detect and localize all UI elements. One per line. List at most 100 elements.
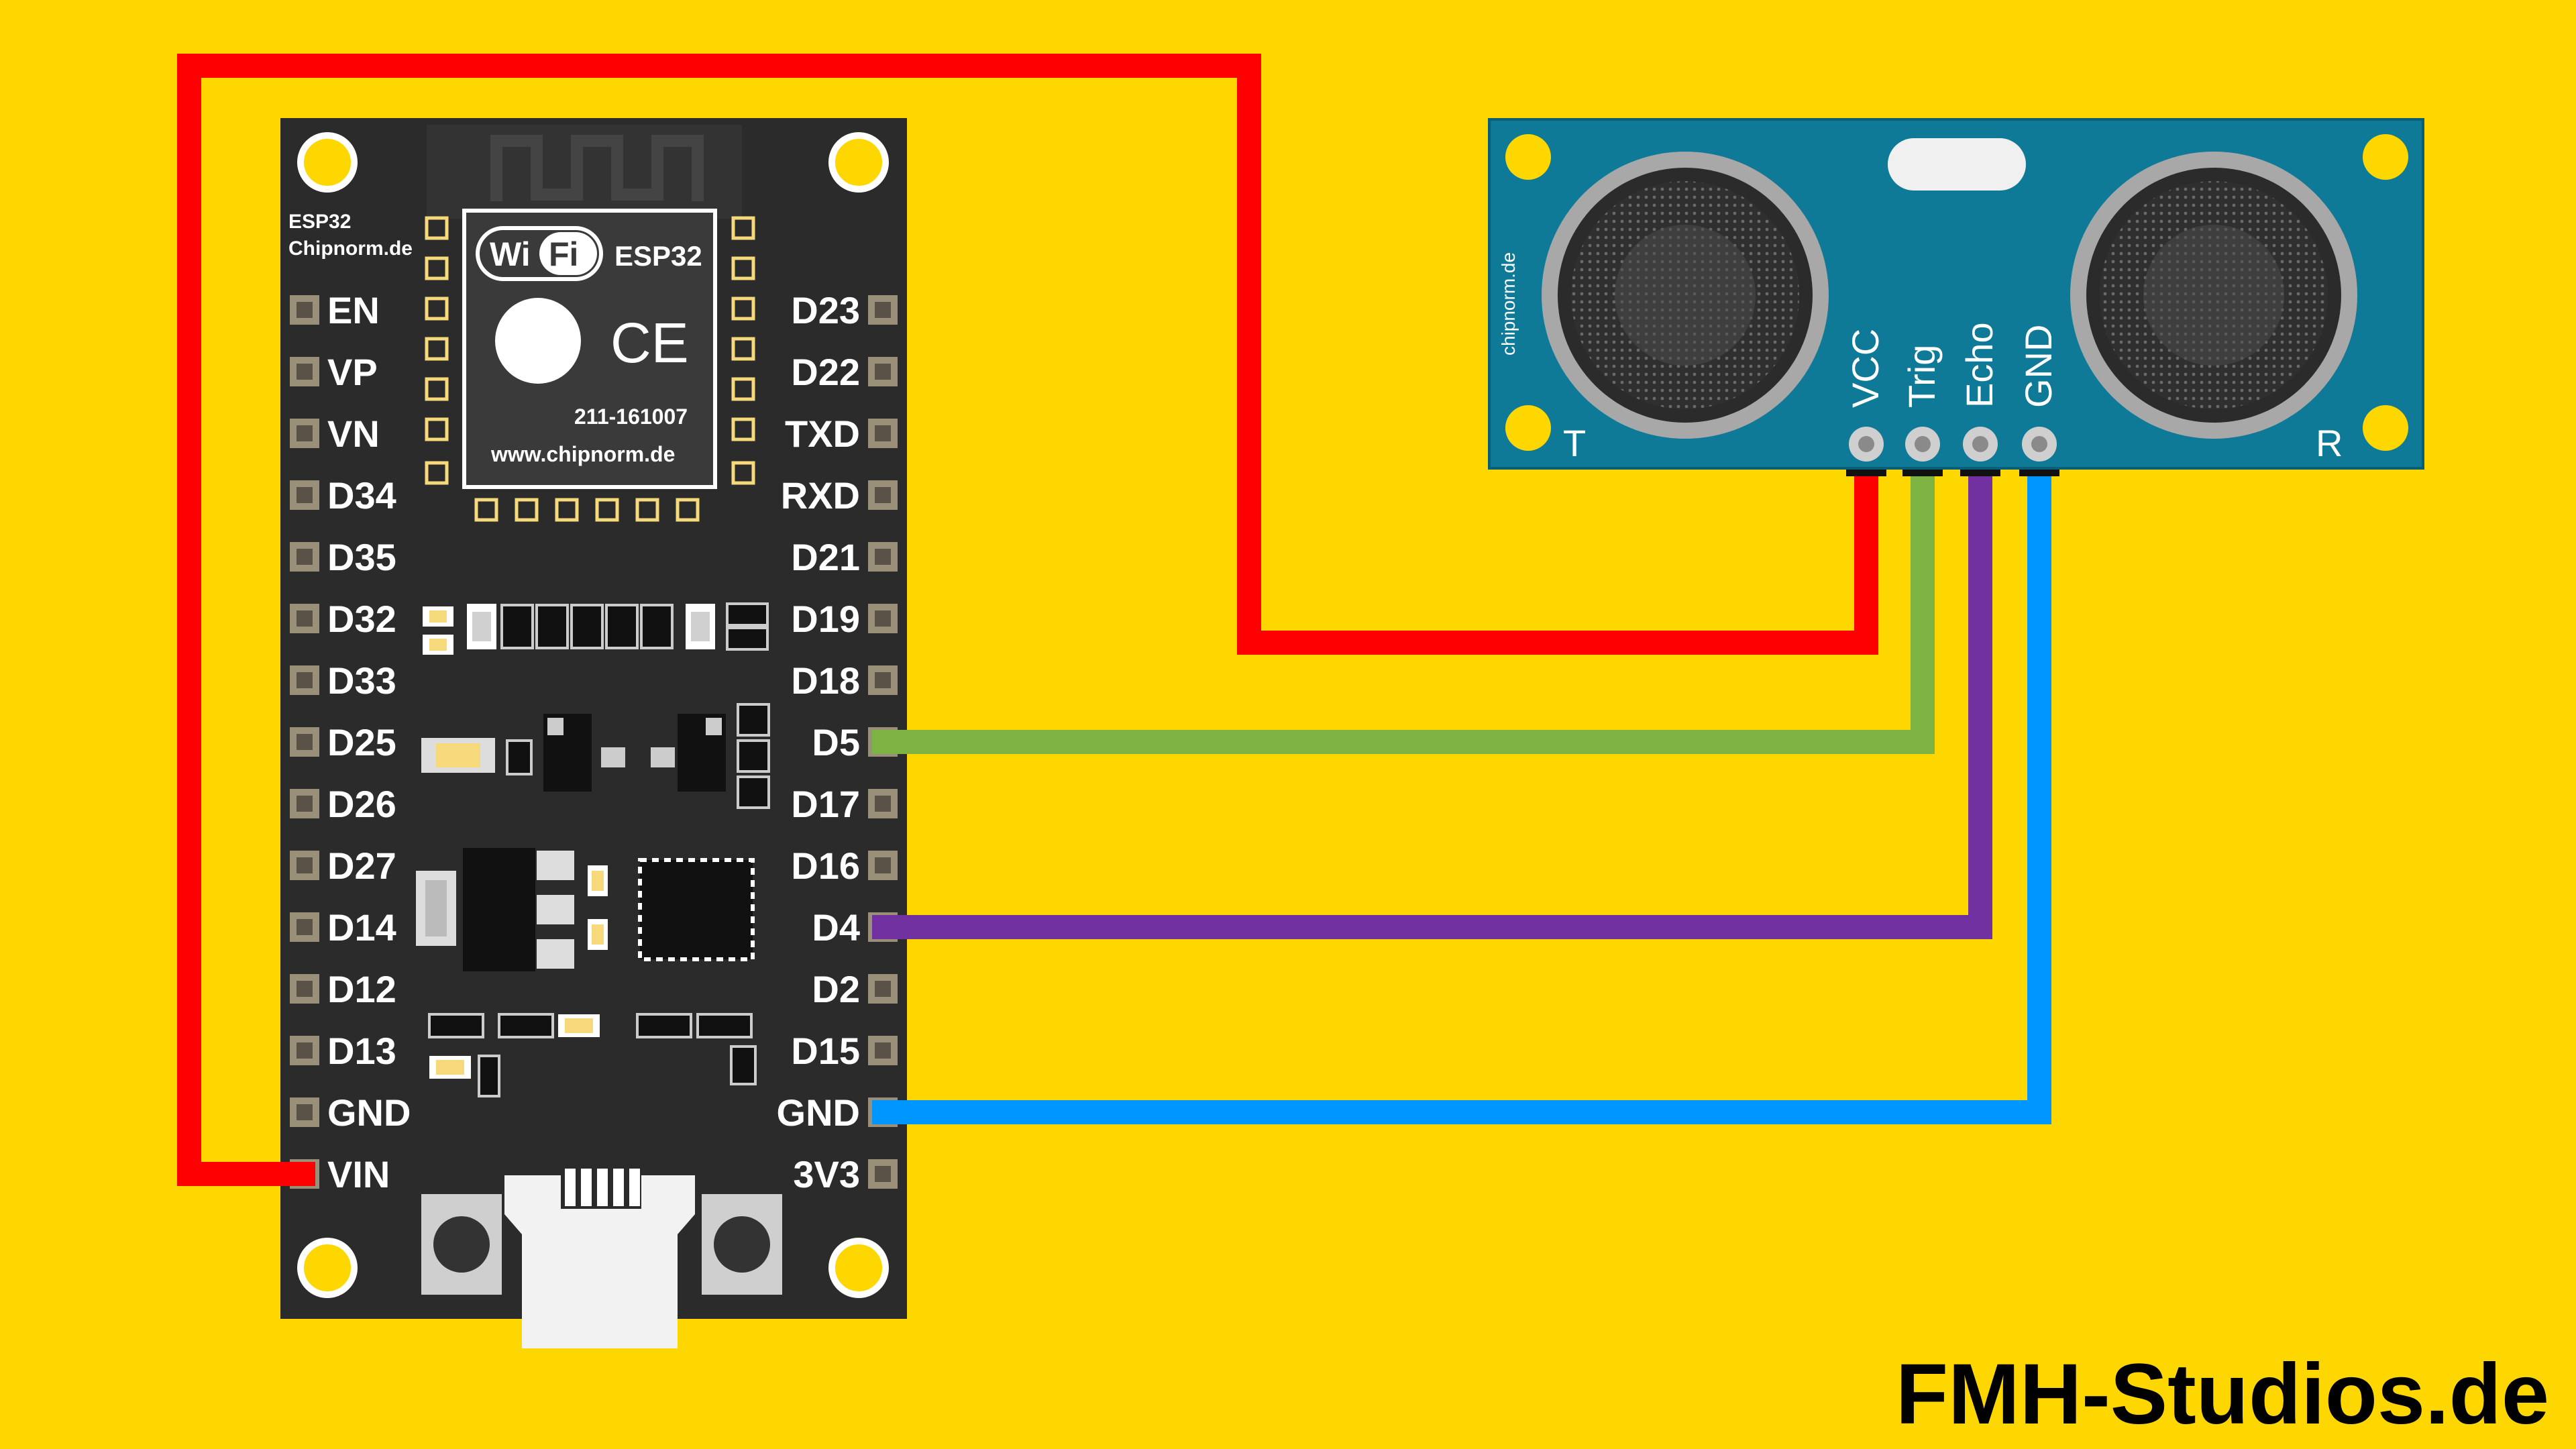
esp32-board: ESP32 Chipnorm.de Wi Fi ESP32 CE 211-161… <box>280 118 907 1348</box>
sensor-pin-label-vcc: VCC <box>1844 329 1886 408</box>
sensor-pin-label-echo: Echo <box>1958 322 2000 408</box>
left-pin-labels: ENVPVND34D35D32D33D25D26D27D14D12D13GNDV… <box>327 289 411 1195</box>
module-url: www.chipnorm.de <box>490 442 675 466</box>
left-pad-hole-d35 <box>297 549 313 565</box>
right-pin-label-d19: D19 <box>791 598 860 640</box>
right-pin-label-d21: D21 <box>791 536 860 578</box>
boot-button <box>433 1216 490 1273</box>
left-pin-label-d33: D33 <box>327 659 396 702</box>
sensor-hole-top-right <box>2363 134 2408 180</box>
right-pin-label-d2: D2 <box>812 968 860 1010</box>
sensor-pin-label-trig: Trig <box>1900 345 1943 408</box>
receiver-label: R <box>2316 422 2343 464</box>
right-pin-label-d18: D18 <box>791 659 860 702</box>
wire-vcc-connector <box>1846 470 1886 476</box>
right-pin-label-d17: D17 <box>791 783 860 825</box>
sensor-pin-hole-gnd <box>2031 436 2047 452</box>
right-pad-hole-d23 <box>875 302 891 318</box>
vendor-line-1: ESP32 <box>288 211 351 233</box>
micro-usb-port <box>504 1175 695 1348</box>
left-pin-label-d26: D26 <box>327 783 396 825</box>
sensor-pins: VCC Trig Echo GND <box>1844 322 2059 462</box>
smd-component-row <box>423 602 769 655</box>
right-pad-hole-d15 <box>875 1042 891 1059</box>
sensor-pin-hole-trig <box>1915 436 1931 452</box>
right-pin-label-gnd: GND <box>777 1091 860 1134</box>
reset-button <box>714 1216 770 1273</box>
left-pad-hole-d25 <box>297 734 313 750</box>
left-pad-hole-d32 <box>297 610 313 627</box>
right-pad-hole-rxd <box>875 487 891 503</box>
module-id: 211-161007 <box>574 405 688 429</box>
left-pin-label-d14: D14 <box>327 906 396 949</box>
right-pad-hole-d22 <box>875 364 891 380</box>
left-pad-hole-d14 <box>297 919 313 935</box>
small-smd-parts <box>428 1013 757 1097</box>
sensor-side-text: chipnorm.de <box>1498 252 1519 356</box>
right-pin-label-d5: D5 <box>812 721 860 763</box>
crystal-oscillator <box>1888 138 2026 191</box>
ultrasonic-sensor: T R chipnorm.de VCC Trig Echo GND <box>1488 118 2424 470</box>
left-pin-label-d35: D35 <box>327 536 396 578</box>
sensor-pin-hole-vcc <box>1858 436 1874 452</box>
left-pad-hole-d27 <box>297 857 313 873</box>
right-pad-hole-d16 <box>875 857 891 873</box>
left-pad-hole-d33 <box>297 672 313 688</box>
mounting-hole-bottom-right <box>828 1238 889 1298</box>
right-pin-label-3v3: 3V3 <box>793 1153 860 1195</box>
right-pin-label-d15: D15 <box>791 1030 860 1072</box>
wifi-logo-fill <box>539 232 597 275</box>
left-pin-label-d27: D27 <box>327 845 396 887</box>
transmitter-label: T <box>1563 422 1586 464</box>
left-pad-hole-d34 <box>297 487 313 503</box>
sensor-pin-hole-echo <box>1972 436 1988 452</box>
left-pin-label-en: EN <box>327 289 380 331</box>
sensor-pin-label-gnd: GND <box>2017 325 2059 408</box>
sensor-hole-bottom-left <box>1505 405 1551 451</box>
transmitter-center <box>1615 225 1756 366</box>
mounting-hole-top-left <box>297 132 358 193</box>
left-pin-label-d25: D25 <box>327 721 396 763</box>
right-pad-hole-d2 <box>875 981 891 997</box>
left-pad-hole-d12 <box>297 981 313 997</box>
right-pad-hole-txd <box>875 425 891 441</box>
right-pad-hole-3v3 <box>875 1166 891 1182</box>
left-header-pads <box>290 295 319 1189</box>
left-pad-hole-vn <box>297 425 313 441</box>
left-pad-hole-gnd <box>297 1104 313 1120</box>
right-pad-hole-d17 <box>875 796 891 812</box>
right-pin-label-txd: TXD <box>785 413 860 455</box>
left-pin-label-d34: D34 <box>327 474 396 517</box>
module-title: ESP32 <box>614 240 702 272</box>
left-pin-label-d12: D12 <box>327 968 396 1010</box>
receiver-center <box>2143 225 2284 366</box>
regulator-and-usb-chip <box>416 848 755 971</box>
left-pin-label-gnd: GND <box>327 1091 411 1134</box>
wifi-logo-left: Wi <box>490 235 531 273</box>
left-pin-label-vin: VIN <box>327 1153 390 1195</box>
wire-echo-connector <box>1960 470 2000 476</box>
right-pad-hole-d19 <box>875 610 891 627</box>
right-pin-label-d16: D16 <box>791 845 860 887</box>
ce-mark: CE <box>610 311 689 374</box>
left-pin-label-d13: D13 <box>327 1030 396 1072</box>
sensor-hole-bottom-right <box>2363 405 2408 451</box>
brand-watermark: FMH-Studios.de <box>1896 1346 2549 1442</box>
antenna-trace <box>490 135 704 201</box>
right-pad-hole-d21 <box>875 549 891 565</box>
wire-echo <box>872 473 1992 939</box>
wifi-logo-right: Fi <box>549 235 578 273</box>
left-pin-label-vn: VN <box>327 413 380 455</box>
left-pin-label-d32: D32 <box>327 598 396 640</box>
module-logo-dot <box>495 298 581 384</box>
left-pad-hole-d26 <box>297 796 313 812</box>
wire-trig-connector <box>1902 470 1943 476</box>
wires <box>177 54 2059 1186</box>
wire-trig <box>872 473 1935 754</box>
right-pin-labels: D23D22TXDRXDD21D19D18D5D17D16D4D2D15GND3… <box>777 289 860 1195</box>
left-pad-hole-d13 <box>297 1042 313 1059</box>
wire-gnd <box>872 473 2051 1124</box>
left-pad-hole-vp <box>297 364 313 380</box>
transistor-group <box>421 703 770 809</box>
